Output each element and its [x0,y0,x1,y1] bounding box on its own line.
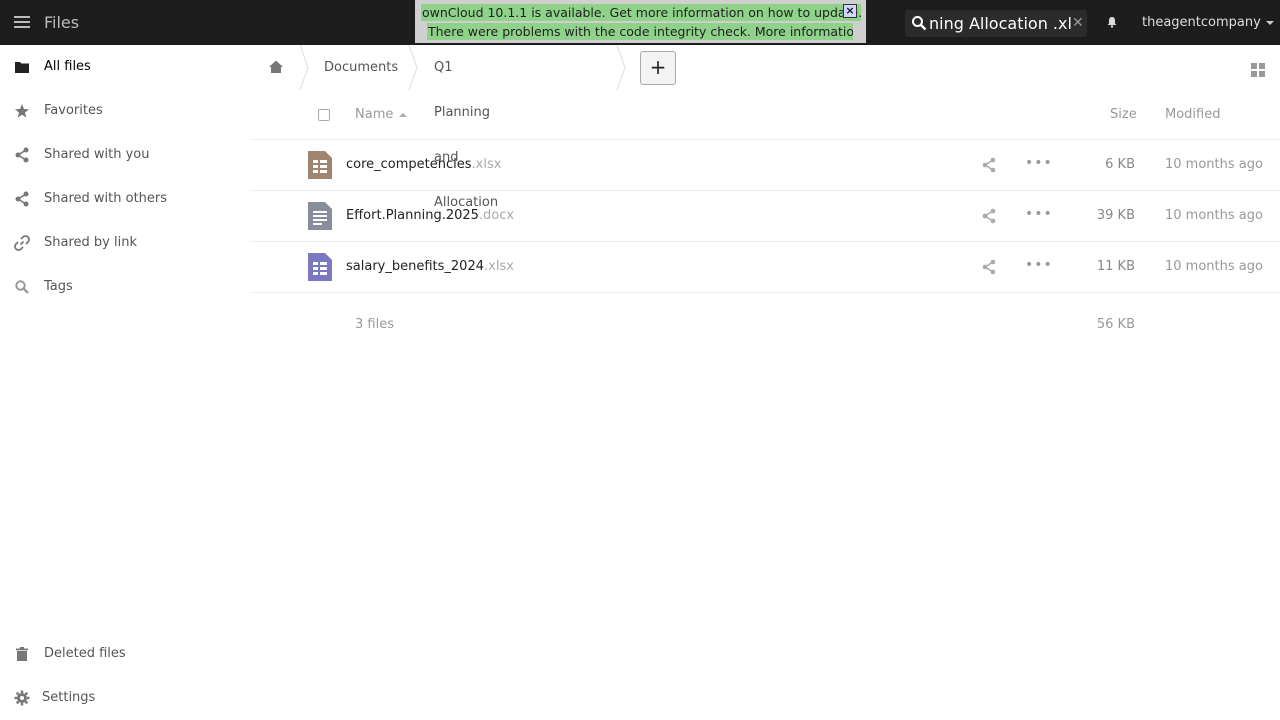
more-actions-icon[interactable]: ••• [1025,257,1053,273]
update-notification-area: ownCloud 10.1.1 is available. Get more i… [415,0,866,43]
file-extension: .xlsx [471,157,502,172]
table-row[interactable]: salary_benefits_2024.xlsx ••• 11 KB 10 m… [250,242,1280,293]
file-count: 3 files [355,317,394,332]
file-modified: 10 months ago [1165,208,1263,223]
file-modified: 10 months ago [1165,157,1263,172]
clear-search-icon[interactable]: ✕ [1072,15,1084,31]
file-size: 39 KB [1096,208,1135,223]
link-icon [14,235,30,251]
column-header-name-label: Name [355,107,394,122]
app-name: Files [44,13,80,32]
more-actions-icon[interactable]: ••• [1025,206,1053,222]
table-row[interactable]: core_competencies.xlsx ••• 6 KB 10 month… [250,140,1280,191]
sidebar-item-settings[interactable]: Settings [0,676,250,720]
share-icon[interactable] [981,208,997,224]
column-header-size[interactable]: Size [1110,107,1137,122]
file-name[interactable]: core_competencies.xlsx [346,157,501,172]
file-basename: salary_benefits_2024 [346,259,484,274]
folder-icon [15,62,29,73]
file-size: 6 KB [1105,157,1135,172]
sidebar-item-shared-with-others[interactable]: Shared with others [0,177,250,221]
share-icon[interactable] [981,259,997,275]
close-icon[interactable]: × [843,4,857,18]
trash-icon [16,647,28,661]
new-file-button[interactable]: + [640,51,676,85]
file-summary: 3 files 56 KB [250,300,1280,350]
select-all-checkbox[interactable] [318,109,330,121]
grid-icon [1251,63,1265,77]
sidebar-item-label: Shared with others [44,191,168,206]
home-icon [269,60,283,73]
sidebar-item-label: Favorites [44,103,103,118]
document-icon [308,202,332,230]
notifications-button[interactable] [1092,0,1132,43]
file-table-header: Name Size Modified [250,90,1280,140]
breadcrumb-current-folder[interactable]: Q1 Planning and Allocation [434,60,499,210]
breadcrumb-home[interactable] [251,45,299,90]
sidebar-item-label: All files [44,59,91,74]
sidebar-item-label: Tags [44,279,73,294]
gear-icon [14,690,30,706]
user-menu[interactable]: theagentcompany [1132,0,1280,45]
sidebar-item-label: Settings [42,690,96,705]
file-modified: 10 months ago [1165,259,1263,274]
file-name[interactable]: salary_benefits_2024.xlsx [346,259,514,274]
bell-icon [1107,16,1117,28]
file-name[interactable]: Effort.Planning.2025.docx [346,208,514,223]
view-toggle-button[interactable] [1240,54,1276,86]
sort-ascending-icon [399,112,408,117]
spreadsheet-icon [308,253,332,281]
more-actions-icon[interactable]: ••• [1025,155,1053,171]
sidebar-item-favorites[interactable]: Favorites [0,89,250,133]
column-header-name[interactable]: Name [355,107,408,122]
sidebar-item-shared-by-link[interactable]: Shared by link [0,221,250,265]
breadcrumb-separator [408,45,418,90]
app-menu-button[interactable]: Files [0,0,80,45]
search-input[interactable] [929,12,1072,34]
integrity-notice[interactable]: There were problems with the code integr… [427,23,853,40]
total-size: 56 KB [1096,317,1135,332]
share-icon[interactable] [981,157,997,173]
column-header-modified[interactable]: Modified [1165,107,1221,122]
breadcrumb-documents[interactable]: Documents [324,60,399,75]
update-notice[interactable]: ownCloud 10.1.1 is available. Get more i… [421,4,861,21]
file-basename: Effort.Planning.2025 [346,208,479,223]
share-icon [15,147,29,163]
file-extension: .docx [478,208,515,223]
breadcrumb-separator [616,45,626,90]
star-icon [15,104,29,118]
file-basename: core_competencies [346,157,472,172]
sidebar-item-label: Deleted files [44,646,126,661]
caret-down-icon [1265,20,1274,25]
search-box: ✕ [905,10,1087,37]
spreadsheet-icon [308,151,332,179]
sidebar-item-label: Shared with you [44,147,150,162]
sidebar-item-label: Shared by link [44,235,137,250]
file-extension: .xlsx [484,259,514,274]
sidebar-item-all-files[interactable]: All files [0,45,250,89]
search-icon [912,16,927,31]
user-name: theagentcompany [1142,15,1261,30]
breadcrumb-separator [299,45,309,90]
top-header: Files ownCloud 10.1.1 is available. Get … [0,0,1280,45]
sidebar-item-deleted-files[interactable]: Deleted files [0,632,250,676]
sidebar: All files Favorites Shared with you Shar… [0,45,250,720]
sidebar-item-shared-with-you[interactable]: Shared with you [0,133,250,177]
share-icon [15,191,29,207]
sidebar-item-tags[interactable]: Tags [0,265,250,309]
file-size: 11 KB [1096,259,1135,274]
table-row[interactable]: Effort.Planning.2025.docx ••• 39 KB 10 m… [250,191,1280,242]
menu-icon [14,16,30,28]
search-icon [15,280,29,294]
